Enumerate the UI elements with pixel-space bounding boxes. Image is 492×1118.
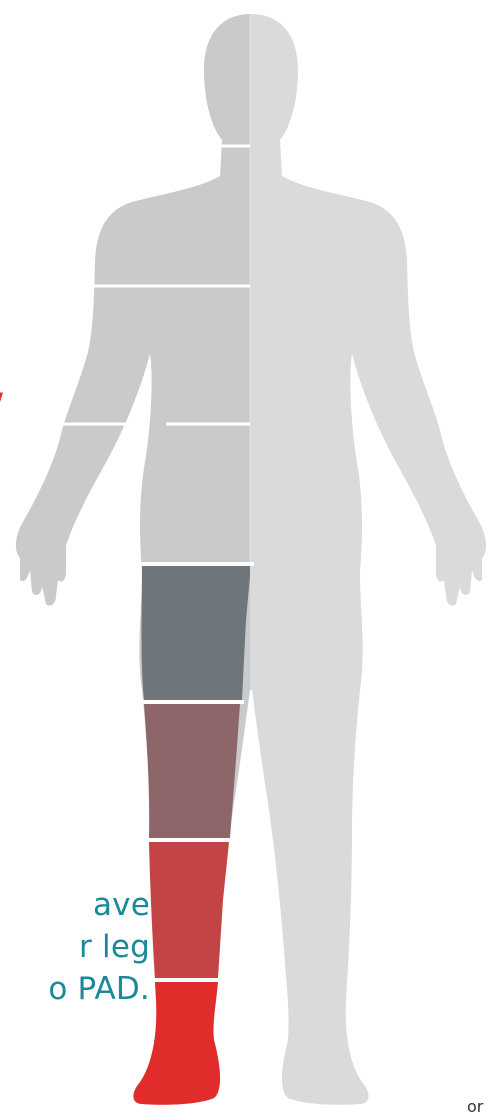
leg-segment-shin <box>149 842 229 978</box>
caption-line: ave <box>93 884 150 926</box>
leg-segment-knee <box>144 704 240 838</box>
caption-text: ave r leg o PAD. <box>0 884 150 1054</box>
red-marker: / <box>0 378 3 440</box>
leg-segment-thigh <box>142 566 251 700</box>
caption-line: r leg <box>79 926 150 968</box>
footnote-text: or <box>467 1097 492 1117</box>
caption-line: o PAD. <box>48 968 150 1010</box>
marker-glyph: / <box>0 378 3 440</box>
